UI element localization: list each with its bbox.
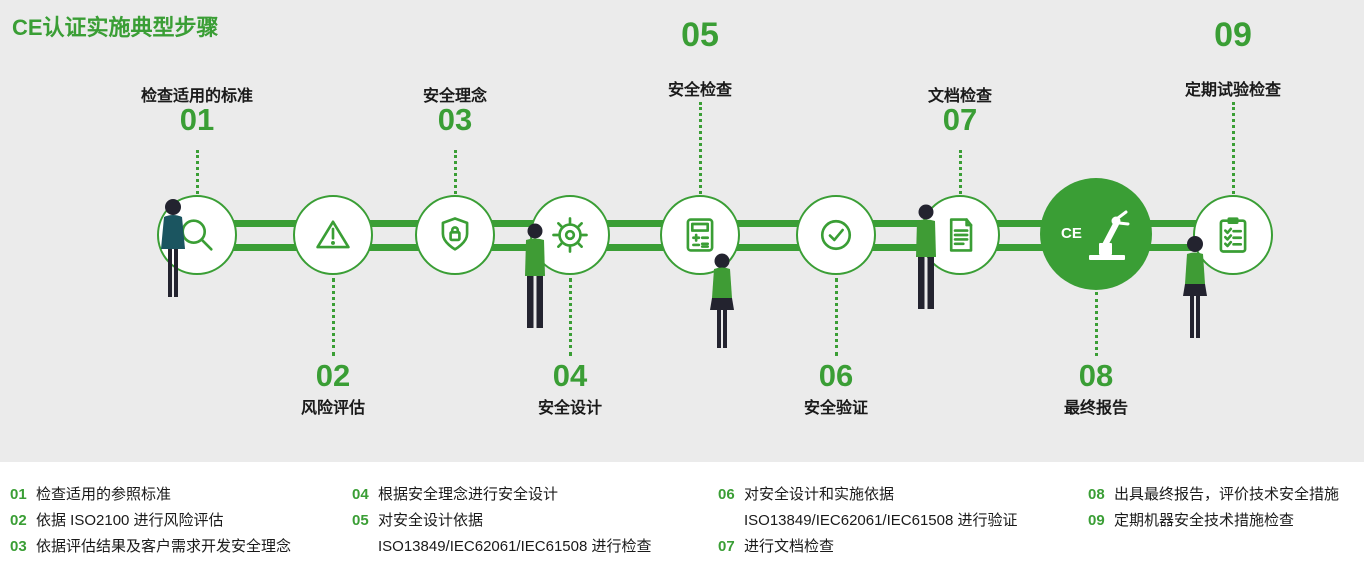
legend-item-number: 06 xyxy=(718,486,735,503)
legend-item-text: ISO13849/IEC62061/IEC61508 进行验证 xyxy=(744,512,1018,529)
gear-icon xyxy=(552,217,588,253)
warning-triangle-icon xyxy=(316,220,350,249)
dotted-connector xyxy=(1095,292,1098,356)
dotted-connector xyxy=(1232,102,1235,194)
robot-arm-ce-icon: CE xyxy=(1061,210,1130,260)
legend-item: 05 对安全设计依据 xyxy=(352,508,652,534)
step-circle xyxy=(415,195,495,275)
legend-item-text: 依据评估结果及客户需求开发安全理念 xyxy=(36,538,292,555)
check-circle-icon xyxy=(820,219,852,251)
legend-item: ISO13849/IEC62061/IEC61508 进行验证 xyxy=(718,508,1018,534)
step-number: 06 xyxy=(818,358,854,393)
legend-item-number: 04 xyxy=(352,486,369,503)
dotted-connector xyxy=(699,102,702,194)
step-label: 文档检查 xyxy=(927,88,993,105)
clipboard-checklist-icon xyxy=(1219,217,1247,253)
step-label: 风险评估 xyxy=(300,400,366,417)
step-label: 安全设计 xyxy=(537,400,603,417)
dotted-connector xyxy=(196,150,199,194)
legend-item: 08 出具最终报告，评价技术安全措施 xyxy=(1088,482,1339,508)
legend-column-3: 06 对安全设计和实施依据 ISO13849/IEC62061/IEC61508… xyxy=(718,482,1018,560)
legend-item-number xyxy=(352,534,378,560)
legend-item-text: 对安全设计和实施依据 xyxy=(744,486,895,503)
person-illustration xyxy=(710,253,734,348)
step-number: 04 xyxy=(552,358,588,393)
dotted-connector xyxy=(835,278,838,356)
step-circle: CE xyxy=(1040,178,1152,290)
step-label: 安全检查 xyxy=(667,82,733,99)
legend-item-text: 依据 ISO2100 进行风险评估 xyxy=(36,512,224,529)
step-circle xyxy=(293,195,373,275)
ce-mark-label: CE xyxy=(1061,225,1082,242)
step-label: 安全理念 xyxy=(422,88,488,105)
person-illustration xyxy=(1183,236,1207,338)
step-label: 安全验证 xyxy=(803,400,869,417)
step-number: 03 xyxy=(437,102,473,137)
legend-item: 02 依据 ISO2100 进行风险评估 xyxy=(10,508,291,534)
shield-lock-icon xyxy=(441,217,469,251)
legend-item-text: ISO13849/IEC62061/IEC61508 进行检查 xyxy=(378,538,652,555)
legend-item: 06 对安全设计和实施依据 xyxy=(718,482,1018,508)
legend-item-text: 进行文档检查 xyxy=(744,538,835,555)
legend-item: 03 依据评估结果及客户需求开发安全理念 xyxy=(10,534,291,560)
step-label: 检查适用的标准 xyxy=(140,88,254,105)
step-label: 最终报告 xyxy=(1063,400,1129,417)
legend-item-number: 03 xyxy=(10,538,27,555)
legend-item: ISO13849/IEC62061/IEC61508 进行检查 xyxy=(352,534,652,560)
dotted-connector xyxy=(454,150,457,194)
step-number: 07 xyxy=(942,102,978,137)
dotted-connector xyxy=(959,150,962,194)
legend-item: 04 根据安全理念进行安全设计 xyxy=(352,482,652,508)
step-number: 02 xyxy=(315,358,351,393)
legend-item-number: 08 xyxy=(1088,486,1105,503)
step-number: 01 xyxy=(179,102,215,137)
legend-item-text: 出具最终报告，评价技术安全措施 xyxy=(1114,486,1340,503)
step-circle xyxy=(1193,195,1273,275)
person-illustration xyxy=(916,204,936,309)
step-circle xyxy=(796,195,876,275)
legend-item: 09 定期机器安全技术措施检查 xyxy=(1088,508,1339,534)
document-icon xyxy=(949,218,973,252)
legend-item-number: 01 xyxy=(10,486,27,503)
legend-item: 07 进行文档检查 xyxy=(718,534,1018,560)
dotted-connector xyxy=(569,278,572,356)
dotted-connector xyxy=(332,278,335,356)
legend-item-text: 定期机器安全技术措施检查 xyxy=(1114,512,1295,529)
person-illustration xyxy=(161,199,185,297)
legend-item: 01 检查适用的参照标准 xyxy=(10,482,291,508)
person-illustration xyxy=(525,223,545,328)
legend-item-text: 检查适用的参照标准 xyxy=(36,486,172,503)
step-number: 05 xyxy=(681,16,719,54)
legend-item-text: 根据安全理念进行安全设计 xyxy=(378,486,559,503)
page-title: CE认证实施典型步骤 xyxy=(12,15,219,40)
legend-item-number: 07 xyxy=(718,538,735,555)
step-number: 08 xyxy=(1078,358,1114,393)
legend-item-number xyxy=(718,508,744,534)
legend-column-1: 01 检查适用的参照标准 02 依据 ISO2100 进行风险评估 03 依据评… xyxy=(10,482,291,560)
legend-item-number: 09 xyxy=(1088,512,1105,529)
step-label: 定期试验检查 xyxy=(1184,82,1282,99)
legend-column-2: 04 根据安全理念进行安全设计 05 对安全设计依据 ISO13849/IEC6… xyxy=(352,482,652,560)
legend-item-number: 02 xyxy=(10,512,27,529)
step-number: 09 xyxy=(1214,16,1252,54)
legend-column-4: 08 出具最终报告，评价技术安全措施 09 定期机器安全技术措施检查 xyxy=(1088,482,1339,534)
legend-item-text: 对安全设计依据 xyxy=(378,512,484,529)
legend-item-number: 05 xyxy=(352,512,369,529)
calculator-icon xyxy=(686,218,714,252)
